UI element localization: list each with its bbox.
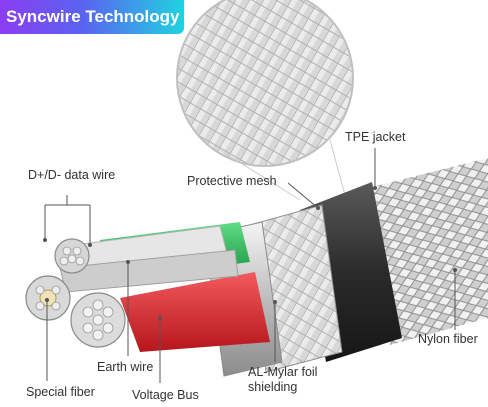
- label-al-mylar-line1: AL-Mylar foil: [248, 365, 317, 380]
- label-protective-mesh: Protective mesh: [187, 174, 277, 189]
- label-earth-wire: Earth wire: [97, 360, 153, 375]
- mesh-magnifier-circle: [177, 0, 353, 166]
- label-tpe-jacket: TPE jacket: [345, 130, 405, 145]
- label-nylon-fiber: Nylon fiber: [418, 332, 478, 347]
- label-data-wire: D+/D- data wire: [28, 168, 115, 183]
- label-al-mylar-line2: shielding: [248, 380, 297, 395]
- brand-banner: Syncwire Technology: [0, 0, 184, 34]
- brand-title: Syncwire Technology: [6, 7, 180, 27]
- label-special-fiber: Special fiber: [26, 385, 95, 400]
- label-voltage-bus: Voltage Bus: [132, 388, 199, 403]
